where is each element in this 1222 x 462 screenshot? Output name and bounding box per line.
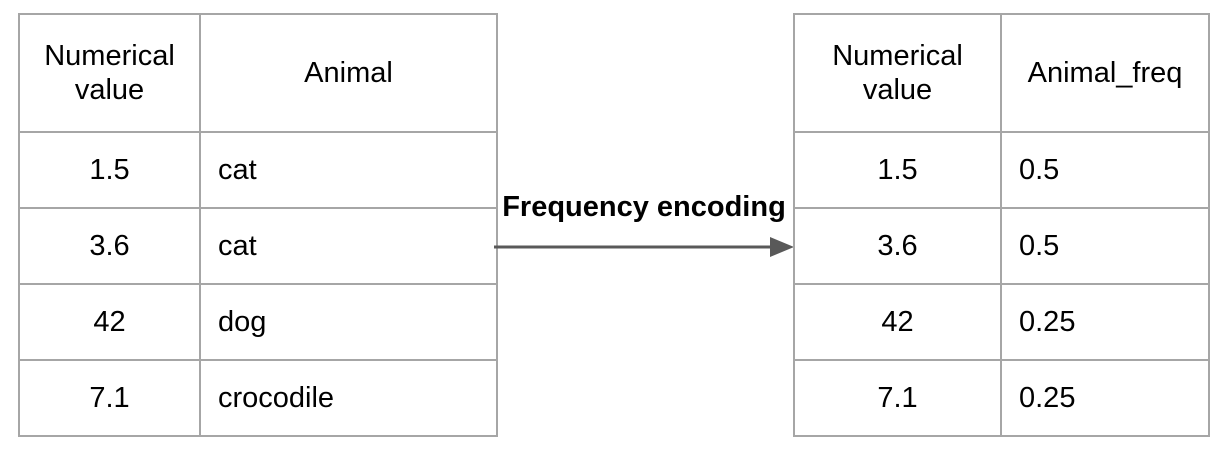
input-numerical-value-cell: 3.6 [18, 207, 201, 285]
output-table-header-row: Numerical value Animal_freq [793, 13, 1210, 133]
table-row: 3.6 0.5 [793, 207, 1210, 285]
output-animal-freq-cell: 0.25 [1000, 283, 1210, 361]
output-numerical-value-cell: 1.5 [793, 131, 1002, 209]
output-animal-freq-cell: 0.5 [1000, 131, 1210, 209]
table-row: 3.6 cat [18, 207, 498, 285]
right-arrow-icon [494, 237, 794, 257]
input-numerical-value-cell: 7.1 [18, 359, 201, 437]
table-row: 42 0.25 [793, 283, 1210, 361]
output-table: Numerical value Animal_freq 1.5 0.5 3.6 … [793, 13, 1210, 437]
input-table: Numerical value Animal 1.5 cat 3.6 cat 4… [18, 13, 498, 437]
input-animal-cell: cat [199, 131, 498, 209]
table-row: 1.5 cat [18, 131, 498, 209]
output-animal-freq-cell: 0.25 [1000, 359, 1210, 437]
output-animal-freq-cell: 0.5 [1000, 207, 1210, 285]
output-numerical-value-cell: 3.6 [793, 207, 1002, 285]
output-numerical-value-cell: 7.1 [793, 359, 1002, 437]
table-row: 1.5 0.5 [793, 131, 1210, 209]
output-col-header-animal-freq: Animal_freq [1000, 13, 1210, 133]
table-row: 7.1 crocodile [18, 359, 498, 437]
input-numerical-value-cell: 42 [18, 283, 201, 361]
input-table-header-row: Numerical value Animal [18, 13, 498, 133]
table-row: 42 dog [18, 283, 498, 361]
input-numerical-value-cell: 1.5 [18, 131, 201, 209]
input-animal-cell: crocodile [199, 359, 498, 437]
table-row: 7.1 0.25 [793, 359, 1210, 437]
arrow-label: Frequency encoding [502, 191, 786, 223]
output-numerical-value-cell: 42 [793, 283, 1002, 361]
input-animal-cell: cat [199, 207, 498, 285]
output-col-header-numerical-value: Numerical value [793, 13, 1002, 133]
input-col-header-numerical-value: Numerical value [18, 13, 201, 133]
input-animal-cell: dog [199, 283, 498, 361]
input-col-header-animal: Animal [199, 13, 498, 133]
